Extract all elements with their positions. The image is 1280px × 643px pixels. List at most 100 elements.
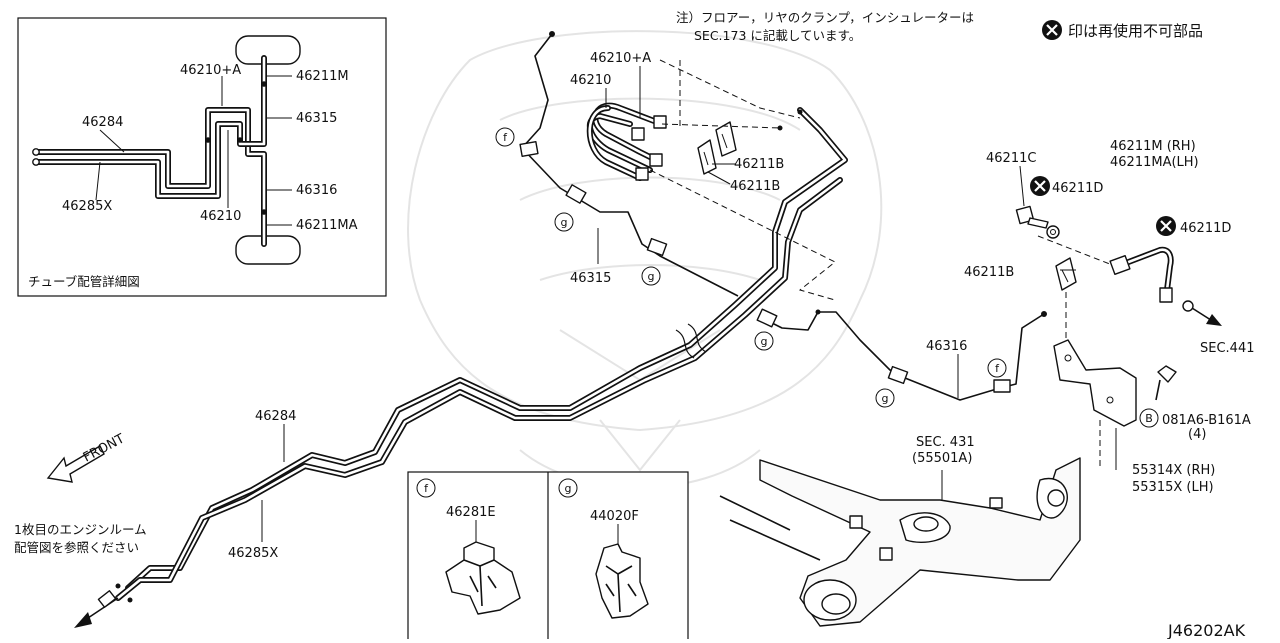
- clip-g-46315-a: [565, 184, 587, 204]
- svg-text:f: f: [995, 362, 1000, 375]
- clip-callouts: f g g g g f B: [495, 127, 1159, 428]
- inset-tube-end-2: [32, 158, 40, 166]
- detail-g-part-label: 44020F: [590, 509, 639, 524]
- inset-leaders: [95, 75, 292, 226]
- svg-text:g: g: [648, 270, 655, 283]
- engine-note-line2: 配管図を参照ください: [14, 540, 139, 555]
- svg-text:f: f: [503, 131, 508, 144]
- label-46210: 46210: [570, 73, 611, 88]
- clip-f-46316: [993, 379, 1011, 393]
- inset-joint: [205, 137, 211, 143]
- label-46211b-2: 46211B: [730, 179, 780, 194]
- lock-plates-46211b: [697, 121, 737, 185]
- callout-g-4: g: [875, 388, 895, 408]
- svg-text:B: B: [1145, 412, 1153, 425]
- label-46211c: 46211C: [986, 151, 1036, 166]
- callout-g-1: g: [554, 212, 574, 232]
- label-46211d-1: 46211D: [1052, 181, 1103, 196]
- label-46211ma-lh: 46211MA(LH): [1110, 155, 1199, 170]
- label-46210a: 46210+A: [590, 51, 651, 66]
- inset-wheel-top: [235, 35, 301, 65]
- tube-46316: [756, 308, 1047, 401]
- hose-fitting: [1109, 254, 1131, 276]
- callout-f-2: f: [987, 358, 1007, 378]
- union-nut: [653, 115, 667, 129]
- inset-joint: [237, 137, 243, 143]
- bolt-head: [1157, 365, 1177, 383]
- label-46211d-2: 46211D: [1180, 221, 1231, 236]
- main-leaders: [261, 165, 1117, 542]
- non-reusable-legend: 印は再使用不可部品: [1042, 20, 1203, 40]
- label-55315x: 55315X (LH): [1132, 480, 1214, 495]
- inset-label-46315: 46315: [296, 111, 337, 126]
- inset-tube-detail: 46210+A 46211M 46284 46315 46316 46285X …: [17, 17, 387, 297]
- label-46211b-1: 46211B: [734, 157, 784, 172]
- inset-tubes: [33, 55, 267, 247]
- callout-g-3: g: [754, 331, 774, 351]
- label-46316: 46316: [926, 339, 967, 354]
- label-55314x: 55314X (RH): [1132, 463, 1215, 478]
- inset-frame: [17, 17, 387, 297]
- callout-g-2: g: [641, 266, 661, 286]
- callout-b: B: [1139, 408, 1159, 428]
- svg-text:f: f: [424, 482, 429, 495]
- inset-label-46285x: 46285X: [62, 199, 112, 214]
- clip-g-46315-b: [646, 237, 668, 257]
- clip-detail-box: f g 46281E 44020F: [407, 471, 689, 643]
- front-arrow: FRONT: [46, 431, 127, 483]
- inset-tube-end-1: [32, 148, 40, 156]
- lock-plate-46211b-right: [1055, 257, 1077, 291]
- label-46315: 46315: [570, 271, 611, 286]
- clamp-note-line1: 注）フロアー，リヤのクランプ，インシュレーターは: [676, 10, 974, 25]
- union-nut: [649, 153, 663, 167]
- main-brake-tubes: [74, 107, 848, 628]
- non-reusable-note: 印は再使用不可部品: [1068, 22, 1203, 40]
- detail-f-callout: f: [416, 478, 436, 498]
- inset-joint: [261, 81, 267, 87]
- front-label: FRONT: [81, 431, 127, 465]
- label-sec431: SEC. 431: [916, 435, 975, 450]
- label-46284: 46284: [255, 409, 296, 424]
- inset-caption: チューブ配管詳細図: [28, 274, 140, 289]
- non-reusable-marker-2: [1156, 216, 1176, 236]
- svg-text:g: g: [561, 216, 568, 229]
- clip-g-46316-a: [756, 308, 778, 328]
- label-sec441: SEC.441: [1200, 341, 1255, 356]
- label-46211b-3: 46211B: [964, 265, 1014, 280]
- clip-44020f-drawing: [595, 543, 649, 619]
- svg-text:g: g: [565, 482, 572, 495]
- rear-suspension-arm: [719, 457, 1081, 627]
- tube-fitting-front: [97, 590, 117, 608]
- tube-break-mark: [675, 329, 695, 359]
- label-46285x: 46285X: [228, 546, 278, 561]
- engine-note-line1: 1枚目のエンジンルーム: [14, 522, 147, 537]
- inset-wheel-bottom: [235, 235, 301, 265]
- union-nut: [635, 167, 649, 181]
- clip-f-46315: [519, 141, 539, 157]
- inset-label-46211m: 46211M: [296, 69, 349, 84]
- union-nut: [631, 127, 645, 141]
- label-46211m-rh: 46211M (RH): [1110, 139, 1196, 154]
- inset-label-46316: 46316: [296, 183, 337, 198]
- union-bolt-46211c: [1015, 205, 1060, 239]
- inset-label-46210a: 46210+A: [180, 63, 241, 78]
- clamp-note-line2: SEC.173 に記載しています。: [694, 28, 861, 43]
- bracket-55314x: [1053, 339, 1177, 427]
- copper-washer: [1182, 300, 1194, 312]
- non-reusable-marker-1: [1030, 176, 1050, 196]
- label-sec431-sub: (55501A): [912, 451, 972, 466]
- detail-g-callout: g: [558, 478, 578, 498]
- inset-label-46211ma: 46211MA: [296, 218, 358, 233]
- label-bolt-qty: (4): [1188, 427, 1206, 442]
- watermark-emblem: [407, 30, 883, 489]
- brake-hose-46211m: [1109, 246, 1222, 326]
- callout-f-1: f: [495, 127, 515, 147]
- clip-46281e-drawing: [445, 541, 521, 615]
- label-bolt-ref: 081A6-B161A: [1162, 413, 1251, 428]
- svg-text:g: g: [761, 335, 768, 348]
- inset-label-46284: 46284: [82, 115, 123, 130]
- inset-label-46210: 46210: [200, 209, 241, 224]
- diagram-id: J46202AK: [1167, 621, 1246, 639]
